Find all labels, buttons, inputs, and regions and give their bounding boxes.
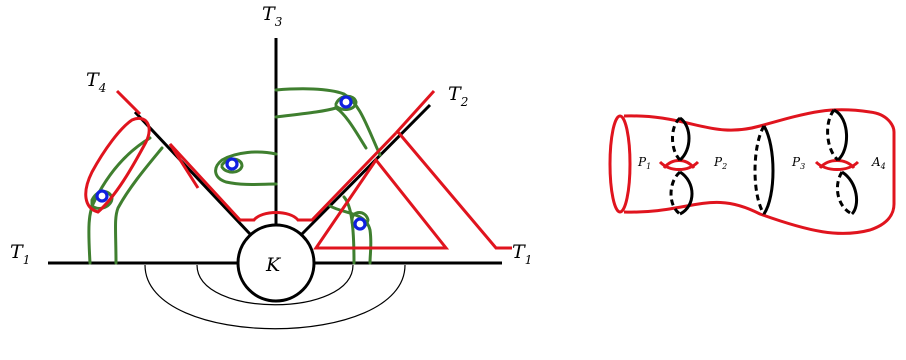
inner-arc <box>196 264 354 306</box>
label-p3: P3 <box>791 155 805 171</box>
cut-center-dashed <box>753 125 766 215</box>
label-p1: P1 <box>637 155 651 171</box>
puncture-ring-lower-right <box>353 217 367 231</box>
edge-t4 <box>133 110 252 236</box>
label-t2: T2 <box>448 83 468 109</box>
handle-right-smile <box>814 160 860 171</box>
surface-diagram: P1 P2 P3 A4 <box>608 108 896 235</box>
label-t1-right: T1 <box>512 241 532 267</box>
green-lower-right-2 <box>328 204 373 265</box>
red-t2-stub <box>394 89 436 135</box>
green-curves <box>87 87 382 265</box>
tree-edges <box>48 38 502 265</box>
red-right-long <box>396 131 512 250</box>
outer-arc <box>144 264 406 330</box>
center-label: K <box>265 254 282 276</box>
red-main <box>168 131 398 222</box>
green-top-right <box>274 87 382 157</box>
label-t1-left: T1 <box>10 241 30 267</box>
red-t4-stub <box>115 89 142 116</box>
center-disk <box>236 223 316 303</box>
label-t3: T3 <box>262 3 283 29</box>
label-t4: T4 <box>86 69 106 95</box>
puncture-ring-top-right <box>339 95 353 109</box>
cut-right-lower-dashed <box>835 171 853 216</box>
label-a4: A4 <box>871 155 886 171</box>
green-left-outer <box>87 136 152 265</box>
green-top-right-inner <box>274 106 368 150</box>
surface-top-boundary <box>623 108 896 133</box>
surface-bottom-boundary <box>623 200 896 235</box>
cut-left-lower-dashed <box>669 170 682 216</box>
tree-diagram: K T3 T4 T2 T1 T1 <box>10 3 532 330</box>
red-ellipse-left <box>84 117 151 214</box>
puncture-ring-left <box>95 189 109 203</box>
green-left-inner <box>114 146 164 265</box>
puncture-ring-center <box>225 157 239 171</box>
lower-arcs <box>144 264 406 330</box>
cut-left-upper-dashed <box>671 116 682 162</box>
red-right-triangle <box>313 157 450 250</box>
puncture-rings <box>95 95 367 231</box>
cut-right-lower-solid <box>841 170 859 216</box>
green-center-left <box>214 150 278 186</box>
cut-center-solid <box>762 125 775 215</box>
handle-left-smile <box>658 160 700 171</box>
surface-left-end-ellipse <box>608 114 632 214</box>
red-curves <box>84 89 512 250</box>
label-p2: P2 <box>713 155 727 171</box>
cut-right-upper-dashed <box>826 109 840 162</box>
cut-right-upper-solid <box>833 108 849 162</box>
cut-left-upper-solid <box>678 116 691 162</box>
cut-left-lower-solid <box>679 170 694 216</box>
edge-t2 <box>300 103 432 236</box>
